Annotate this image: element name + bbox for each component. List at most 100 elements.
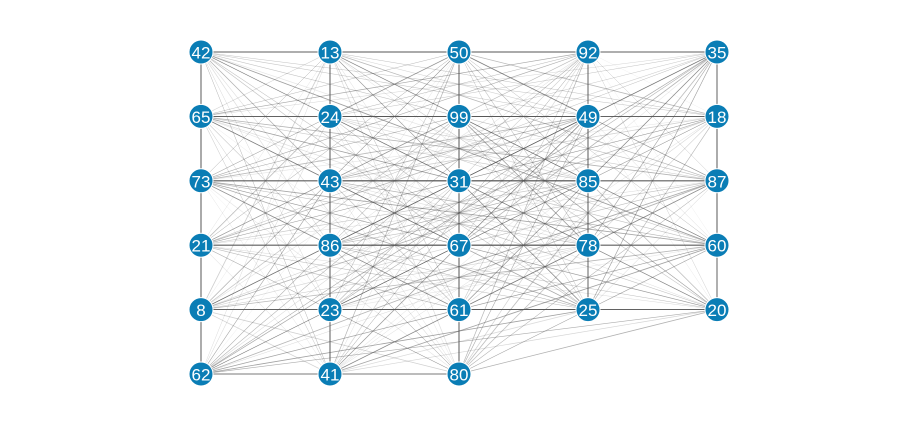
node-13[interactable]: 13 bbox=[317, 39, 343, 65]
node-circle-92[interactable] bbox=[575, 39, 601, 65]
node-label-50: 50 bbox=[450, 44, 469, 63]
node-24[interactable]: 24 bbox=[317, 103, 343, 129]
node-78[interactable]: 78 bbox=[575, 232, 601, 258]
edge-20-62 bbox=[200, 309, 718, 375]
node-circle-50[interactable] bbox=[446, 39, 472, 65]
node-circle-35[interactable] bbox=[704, 39, 730, 65]
node-circle-86[interactable] bbox=[317, 232, 343, 258]
edge-78-20 bbox=[587, 245, 718, 310]
node-85[interactable]: 85 bbox=[575, 168, 601, 194]
node-circle-78[interactable] bbox=[575, 232, 601, 258]
edge-49-73 bbox=[200, 115, 589, 182]
edge-85-60 bbox=[587, 180, 718, 246]
node-circle-80[interactable] bbox=[446, 361, 472, 387]
node-circle-24[interactable] bbox=[317, 103, 343, 129]
node-circle-87[interactable] bbox=[704, 168, 730, 194]
node-92[interactable]: 92 bbox=[575, 39, 601, 65]
node-circle-21[interactable] bbox=[188, 232, 214, 258]
node-23[interactable]: 23 bbox=[317, 297, 343, 323]
node-circle-85[interactable] bbox=[575, 168, 601, 194]
node-80[interactable]: 80 bbox=[446, 361, 472, 387]
edge-20-41 bbox=[329, 309, 718, 375]
edge-87-67 bbox=[458, 180, 718, 246]
node-67[interactable]: 67 bbox=[446, 232, 472, 258]
node-circle-67[interactable] bbox=[446, 232, 472, 258]
node-circle-99[interactable] bbox=[446, 103, 472, 129]
edge-99-25 bbox=[458, 116, 589, 310]
node-50[interactable]: 50 bbox=[446, 39, 472, 65]
node-circle-18[interactable] bbox=[704, 103, 730, 129]
node-35[interactable]: 35 bbox=[704, 39, 730, 65]
edge-42-24 bbox=[200, 51, 331, 117]
node-21[interactable]: 21 bbox=[188, 232, 214, 258]
edges-layer bbox=[200, 51, 718, 375]
edge-49-20 bbox=[587, 116, 718, 310]
node-circle-8[interactable] bbox=[188, 297, 214, 323]
node-label-61: 61 bbox=[450, 301, 469, 320]
node-label-43: 43 bbox=[321, 172, 340, 191]
edge-49-87 bbox=[587, 116, 718, 181]
edge-65-85 bbox=[200, 116, 589, 182]
node-61[interactable]: 61 bbox=[446, 297, 472, 323]
edge-50-65 bbox=[200, 51, 460, 117]
edge-20-80 bbox=[458, 309, 718, 375]
edge-31-78 bbox=[458, 180, 589, 246]
edge-85-21 bbox=[200, 180, 589, 246]
node-43[interactable]: 43 bbox=[317, 168, 343, 194]
edge-18-43 bbox=[329, 115, 718, 182]
node-circle-73[interactable] bbox=[188, 168, 214, 194]
node-circle-20[interactable] bbox=[704, 297, 730, 323]
node-label-85: 85 bbox=[579, 172, 598, 191]
edge-8-41 bbox=[200, 309, 331, 375]
node-99[interactable]: 99 bbox=[446, 103, 472, 129]
node-42[interactable]: 42 bbox=[188, 39, 214, 65]
node-86[interactable]: 86 bbox=[317, 232, 343, 258]
edge-85-67 bbox=[458, 180, 589, 246]
node-circle-49[interactable] bbox=[575, 103, 601, 129]
node-label-49: 49 bbox=[579, 108, 598, 127]
edge-99-43 bbox=[329, 116, 460, 182]
node-circle-42[interactable] bbox=[188, 39, 214, 65]
node-label-65: 65 bbox=[192, 108, 211, 127]
node-label-31: 31 bbox=[450, 172, 469, 191]
node-circle-31[interactable] bbox=[446, 168, 472, 194]
node-circle-25[interactable] bbox=[575, 297, 601, 323]
node-circle-13[interactable] bbox=[317, 39, 343, 65]
node-label-80: 80 bbox=[450, 366, 469, 385]
node-circle-41[interactable] bbox=[317, 361, 343, 387]
node-circle-65[interactable] bbox=[188, 103, 214, 129]
node-label-23: 23 bbox=[321, 301, 340, 320]
edge-13-67 bbox=[329, 51, 460, 246]
edge-18-73 bbox=[200, 116, 718, 182]
node-60[interactable]: 60 bbox=[704, 232, 730, 258]
node-20[interactable]: 20 bbox=[704, 297, 730, 323]
edge-42-78 bbox=[200, 51, 589, 246]
node-circle-43[interactable] bbox=[317, 168, 343, 194]
node-circle-60[interactable] bbox=[704, 232, 730, 258]
node-label-18: 18 bbox=[708, 108, 727, 127]
edge-92-65 bbox=[200, 51, 589, 117]
edge-35-99 bbox=[458, 51, 718, 117]
node-circle-62[interactable] bbox=[188, 361, 214, 387]
node-65[interactable]: 65 bbox=[188, 103, 214, 129]
edge-35-24 bbox=[329, 51, 718, 117]
nodes-layer: 42 13 50 92 35 65 24 99 49 18 73 43 31 85 87 21 86 67 78 60… bbox=[188, 39, 730, 387]
node-62[interactable]: 62 bbox=[188, 361, 214, 387]
node-87[interactable]: 87 bbox=[704, 168, 730, 194]
node-25[interactable]: 25 bbox=[575, 297, 601, 323]
edge-18-25 bbox=[587, 116, 718, 310]
node-label-78: 78 bbox=[579, 237, 598, 256]
node-31[interactable]: 31 bbox=[446, 168, 472, 194]
node-label-67: 67 bbox=[450, 237, 469, 256]
node-8[interactable]: 8 bbox=[188, 297, 214, 323]
node-73[interactable]: 73 bbox=[188, 168, 214, 194]
edge-85-80 bbox=[458, 180, 589, 375]
node-49[interactable]: 49 bbox=[575, 103, 601, 129]
node-18[interactable]: 18 bbox=[704, 103, 730, 129]
node-label-8: 8 bbox=[196, 301, 205, 320]
edge-86-20 bbox=[329, 244, 718, 310]
node-circle-23[interactable] bbox=[317, 297, 343, 323]
node-41[interactable]: 41 bbox=[317, 361, 343, 387]
node-circle-61[interactable] bbox=[446, 297, 472, 323]
